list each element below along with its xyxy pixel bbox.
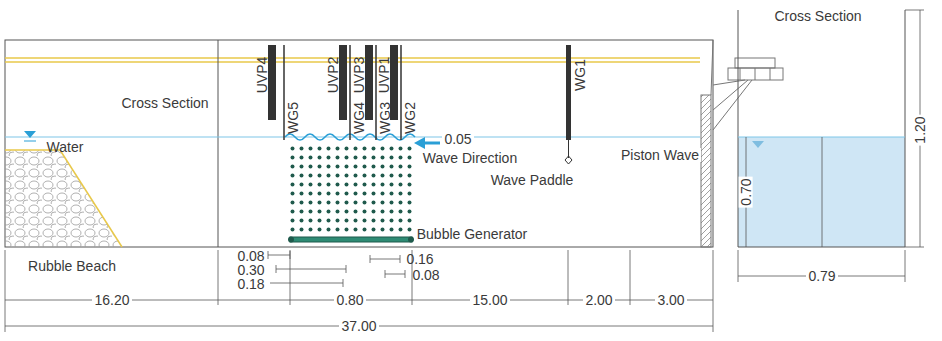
panel-heading: Cross Section — [772, 9, 863, 23]
dimension: 0.18 — [235, 277, 266, 291]
dimension: 1.20 — [913, 114, 927, 145]
dimension: 15.00 — [470, 293, 509, 307]
flow-label: Wave Direction — [421, 151, 519, 165]
water-label: Water — [45, 140, 86, 154]
dimension: 0.08 — [235, 249, 266, 263]
gauge-label: WG1 — [573, 57, 587, 93]
probe-label: UVP4 — [255, 55, 269, 96]
dimension: 37.00 — [339, 319, 378, 333]
dimension: 0.08 — [410, 268, 441, 282]
dimension: 0.30 — [235, 263, 266, 277]
part-label: Bubble Generator — [415, 227, 530, 241]
dimension: 2.00 — [583, 293, 614, 307]
dimension: 0.05 — [442, 132, 473, 146]
dimension: 3.00 — [655, 293, 686, 307]
gauge-label: WG5 — [286, 100, 300, 136]
section-label: Cross Section — [119, 96, 210, 110]
part-label: Wave Paddle — [489, 173, 576, 187]
part-label: Rubble Beach — [26, 259, 118, 273]
probe-label: UVP1 — [377, 55, 391, 96]
probe-label: UVP2 — [326, 55, 340, 96]
dimension: 16.20 — [92, 293, 131, 307]
dimension: 0.80 — [334, 293, 365, 307]
dimension: 0.79 — [806, 269, 837, 283]
probe-label: UVP3 — [352, 55, 366, 96]
dimension: 0.70 — [739, 176, 753, 207]
dimension: 0.16 — [404, 252, 435, 266]
gauge-label: WG2 — [403, 100, 417, 136]
part-label: Piston Wave — [619, 148, 701, 162]
gauge-label: WG3 — [378, 100, 392, 136]
gauge-label: WG4 — [352, 100, 366, 136]
